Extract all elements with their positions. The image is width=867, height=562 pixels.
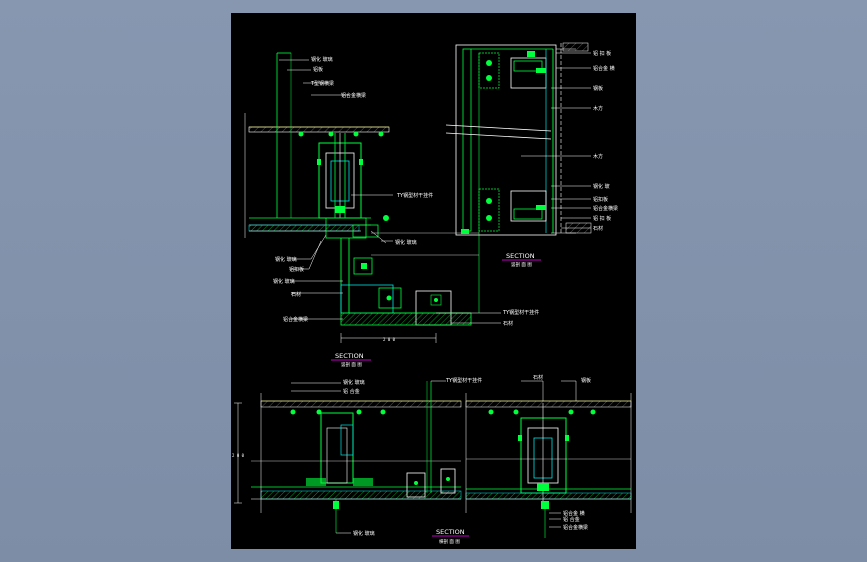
label-stone-2: 石材	[503, 320, 513, 327]
section-top-right: 铝 扣 板 铝合金 横 钢板 木方 木方 钢化 玻 铝扣板 铝合金横梁 铝 扣 …	[445, 42, 618, 268]
label-alu-b: 铝 合金	[343, 388, 360, 395]
label-tempered-glass-b2: 钢化 玻璃	[353, 530, 375, 537]
label-stone: 石材	[291, 291, 301, 298]
label-ty-hanger: TY钢型材干挂件	[396, 192, 433, 199]
label-tempered-glass-2: 钢化 玻璃	[275, 256, 297, 263]
section-subtitle-top-left: 竖剖 面 图	[341, 361, 362, 368]
section-top-left: 2 0 0 钢化 玻璃 铝板 T型钢横梁 铝合金横梁 TY钢型材干挂件 钢化 玻…	[244, 52, 539, 368]
label-alu-buckle-tr3: 铝 扣 板	[593, 215, 611, 222]
dimension-200: 2 0 0	[383, 337, 396, 342]
label-alu-buckle: 铝扣板	[289, 266, 304, 273]
label-alu-beam-2: 铝合金横梁	[283, 316, 308, 323]
label-alu-buckle-tr2: 铝扣板	[593, 196, 608, 203]
section-subtitle-bottom: 横剖 面 图	[439, 538, 460, 545]
label-alu-beam-tr: 铝合金横梁	[593, 205, 618, 212]
label-ty-hanger-2: TY钢型材干挂件	[502, 309, 539, 316]
section-subtitle-top-right: 竖剖 面 图	[511, 261, 532, 268]
label-ty-hanger-b: TY钢型材干挂件	[445, 377, 482, 384]
label-alu-beam: 铝合金横梁	[341, 92, 366, 99]
section-bottom: 2 0 0	[232, 374, 632, 545]
label-tempered-glass-b1: 钢化 玻璃	[343, 379, 365, 386]
label-alu-horizontal: 铝合金 横	[593, 65, 615, 72]
label-alu-beam-b: 铝合金横梁	[563, 524, 588, 531]
label-aluminum-plate: 铝板	[313, 66, 323, 73]
glass-pane	[248, 224, 360, 232]
label-tempered-glass-3: 钢化 玻璃	[273, 278, 295, 285]
section-title-top-right: SECTION	[506, 252, 535, 260]
cad-drawing-canvas[interactable]: 2 0 0 钢化 玻璃 铝板 T型钢横梁 铝合金横梁 TY钢型材干挂件 钢化 玻…	[231, 13, 636, 549]
label-tempered-glass-tr: 钢化 玻	[593, 183, 610, 190]
ceiling-slab	[248, 126, 390, 133]
label-stone-tr: 石材	[593, 225, 603, 232]
label-wood-batten: 木方	[593, 105, 603, 112]
label-alu-buckle-b: 铝 合金	[563, 516, 580, 523]
section-title-top-left: SECTION	[335, 352, 364, 360]
label-glass-right: 钢化 玻璃	[395, 239, 417, 246]
section-title-bottom: SECTION	[436, 528, 465, 536]
label-tempered-glass: 钢化 玻璃	[311, 56, 333, 63]
dimension-200-bottom: 2 0 0	[232, 453, 245, 458]
label-steel-plate-b: 钢板	[581, 377, 591, 384]
label-stone-b: 石材	[533, 374, 543, 381]
cad-drawing: 2 0 0 钢化 玻璃 铝板 T型钢横梁 铝合金横梁 TY钢型材干挂件 钢化 玻…	[232, 42, 632, 545]
label-t-steel-beam: T型钢横梁	[310, 80, 334, 87]
label-alu-buckle-tr: 铝 扣 板	[593, 50, 611, 57]
label-alu-horizontal-b: 铝合金 横	[563, 510, 585, 517]
label-steel-plate: 钢板	[593, 85, 603, 92]
label-wood-batten-2: 木方	[593, 153, 603, 160]
